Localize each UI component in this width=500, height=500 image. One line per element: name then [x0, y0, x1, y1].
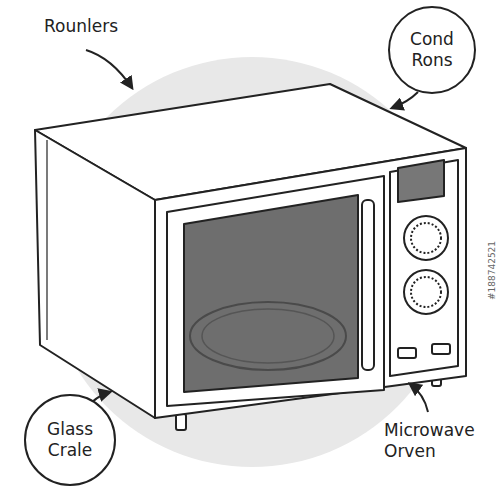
watermark-id: #188742521 — [487, 241, 497, 300]
callout-circle: Glass Crale — [24, 394, 116, 486]
microwave-body — [35, 84, 466, 430]
callout-text: Cond Rons — [390, 29, 474, 71]
part-label: Microwave Orven — [384, 420, 494, 462]
part-label: Rounlers — [44, 16, 154, 37]
callout-text: Glass Crale — [26, 419, 114, 461]
callout-circle: Cond Rons — [388, 6, 476, 94]
callout-arrows — [84, 50, 428, 412]
